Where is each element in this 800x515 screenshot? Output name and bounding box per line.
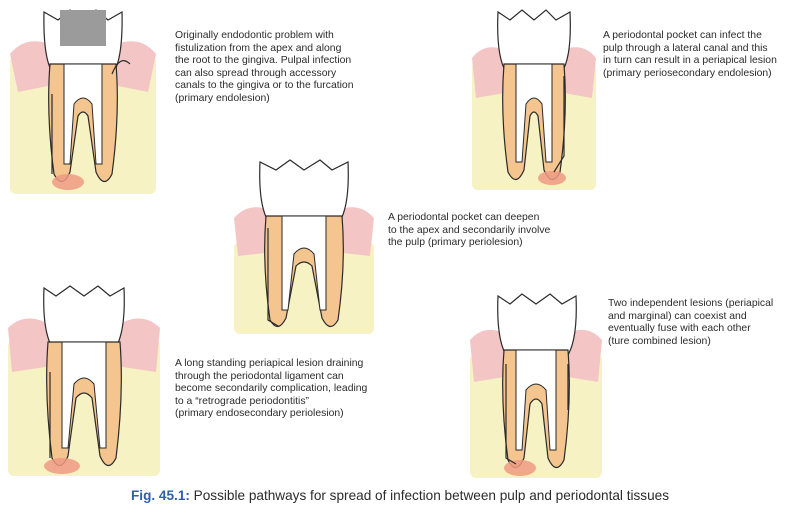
pulp <box>515 63 553 163</box>
diagram-combined-lesion <box>468 290 604 480</box>
description-primary-periosecondary-endolesion: A periodontal pocket can infect the pulp… <box>603 30 777 79</box>
pulp <box>515 349 557 451</box>
filling <box>60 10 106 46</box>
tooth-illustration-1 <box>10 9 156 194</box>
diagram-primary-endosecondary-periolesion <box>6 282 162 478</box>
bone <box>10 56 156 194</box>
tooth-crown <box>43 285 125 351</box>
pulp <box>281 215 327 311</box>
tooth-crown <box>497 293 577 359</box>
diagram-primary-endolesion <box>8 4 158 196</box>
periapical-lesion <box>52 174 84 190</box>
tooth-crown <box>259 159 349 225</box>
tooth-illustration-5 <box>470 293 602 478</box>
infection-arrow <box>267 228 279 327</box>
periapical-lesion <box>504 460 536 476</box>
tooth-illustration-2 <box>472 9 596 190</box>
periapical-lesion <box>44 458 80 474</box>
description-primary-endolesion: Originally endodontic problem with fistu… <box>175 30 354 104</box>
bone <box>8 340 160 476</box>
figure-label: Fig. 45.1: <box>130 488 190 503</box>
description-primary-endosecondary-periolesion: A long standing periapical lesion draini… <box>175 358 368 420</box>
figure-caption-text: Possible pathways for spread of infectio… <box>189 488 670 503</box>
tooth-crown <box>497 9 571 73</box>
description-primary-periolesion: A periodontal pocket can deepen to the a… <box>388 212 551 249</box>
infection-arrow <box>505 364 569 465</box>
infection-arrow <box>553 76 565 173</box>
description-combined-lesion: Two independent lesions (periapical and … <box>608 298 774 347</box>
infection-arrow <box>51 60 131 174</box>
diagram-primary-periolesion <box>232 156 376 336</box>
tooth-illustration-3 <box>234 159 374 334</box>
tooth-illustration-4 <box>8 285 160 476</box>
pulp <box>61 341 107 449</box>
pulp <box>63 63 103 165</box>
figure-caption: Fig. 45.1: Possible pathways for spread … <box>0 488 800 503</box>
periapical-lesion <box>538 171 566 185</box>
diagram-primary-periosecondary-endolesion <box>470 6 598 192</box>
